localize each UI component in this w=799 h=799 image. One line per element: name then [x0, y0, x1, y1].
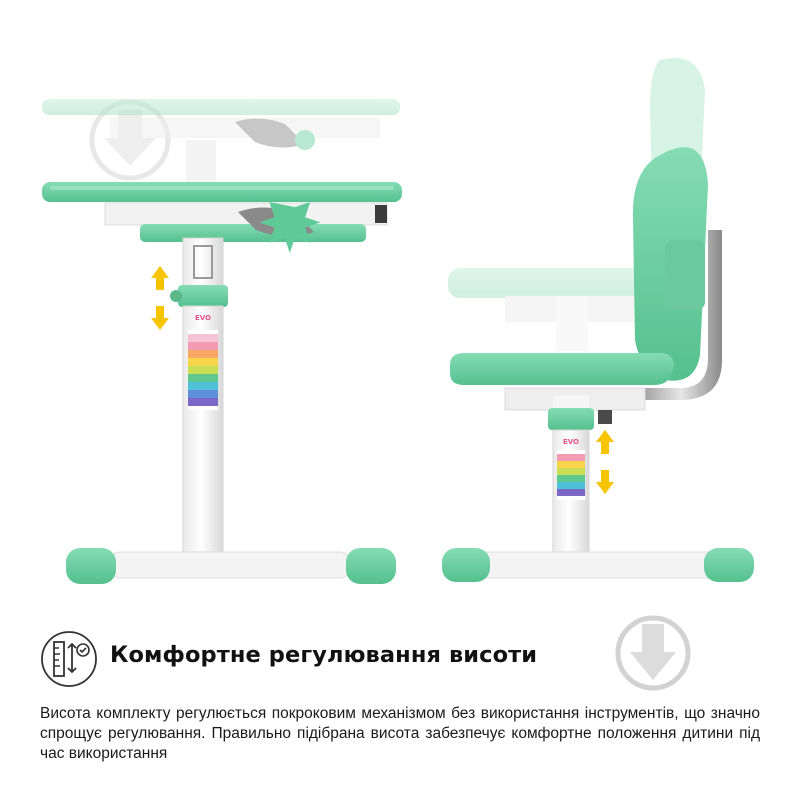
feature-header: Комфортне регулювання висоти [40, 628, 760, 690]
placeholder-icon [615, 615, 691, 691]
height-chart: EVO [188, 314, 218, 410]
desk: EVO [42, 182, 402, 584]
height-chart-chair: EVO [557, 438, 585, 500]
height-arrows-desk [151, 266, 169, 330]
height-arrows-chair [596, 430, 614, 494]
chair: EVO [442, 147, 754, 582]
chair-seat-raised [448, 268, 663, 351]
svg-text:EVO: EVO [195, 314, 211, 322]
feature-title: Комфортне регулювання висоти [110, 642, 538, 668]
desk-top-raised [42, 99, 400, 185]
product-scene: EVO [42, 58, 754, 584]
height-adjust-icon [41, 631, 97, 687]
svg-text:EVO: EVO [563, 438, 579, 446]
feature-description: Висота комплекту регулюється покроковим … [40, 705, 760, 762]
